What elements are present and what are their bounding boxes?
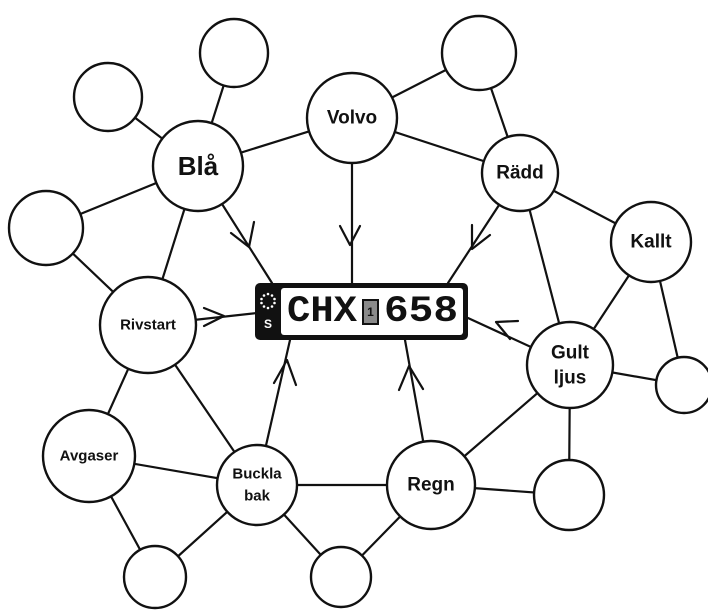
empty-node: [198, 17, 270, 89]
node-radd: Rädd: [480, 133, 560, 213]
empty-node: [7, 189, 85, 267]
node-label-bla: Blå: [178, 151, 219, 181]
arrowhead: [338, 224, 362, 247]
node-bla: Blå: [151, 119, 245, 213]
plate-tax-badge-number: 1: [367, 305, 374, 319]
empty-node: [440, 14, 518, 92]
node-label-buckla: Buckla: [232, 466, 282, 483]
node-label-gult: Gult: [551, 343, 590, 364]
node-label-radd: Rädd: [496, 163, 544, 184]
node-volvo: Volvo: [305, 71, 399, 165]
license-plate: S CHX 1 658: [255, 283, 468, 340]
empty-nodes: [7, 14, 708, 610]
arrowhead: [202, 306, 226, 328]
node-buckla-bak: Buckla bak: [215, 443, 299, 527]
node-label-bak: bak: [244, 488, 271, 505]
arrowhead: [397, 364, 425, 392]
arrowhead: [272, 358, 298, 387]
node-gult-ljus: Gult ljus: [525, 320, 615, 410]
empty-node: [122, 544, 188, 610]
empty-node: [72, 61, 144, 133]
empty-node: [654, 355, 708, 415]
arrowhead: [494, 319, 520, 341]
node-label-regn: Regn: [407, 475, 455, 496]
node-label-volvo: Volvo: [327, 108, 377, 129]
node-label-ljus: ljus: [554, 368, 587, 389]
node-regn: Regn: [385, 439, 477, 531]
empty-node: [532, 458, 606, 532]
plate-country-code: S: [264, 317, 272, 331]
plate-digits: 658: [384, 291, 458, 333]
empty-node: [309, 545, 373, 609]
node-avgaser: Avgaser: [41, 408, 137, 504]
arrowhead: [229, 220, 256, 249]
node-rivstart: Rivstart: [98, 275, 198, 375]
node-label-kallt: Kallt: [630, 232, 672, 253]
node-kallt: Kallt: [609, 200, 693, 284]
eu-stars-icon: [260, 292, 276, 310]
arrowhead: [470, 223, 492, 251]
node-label-rivstart: Rivstart: [120, 317, 176, 334]
plate-letters: CHX: [287, 291, 358, 333]
node-label-avgaser: Avgaser: [60, 448, 119, 465]
